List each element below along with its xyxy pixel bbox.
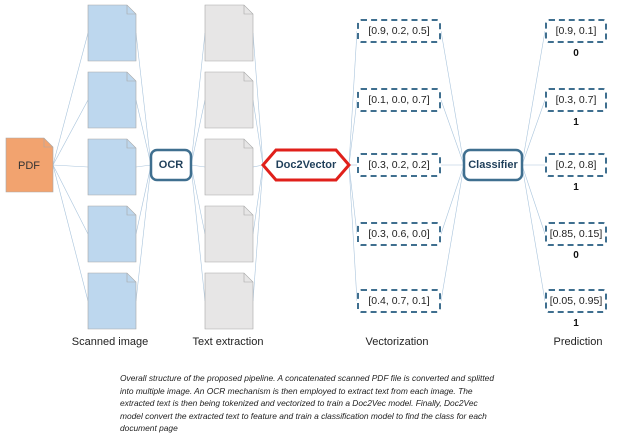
- text-extraction-page: [204, 272, 254, 330]
- connection-line: [190, 99, 206, 166]
- connection-line: [52, 32, 89, 166]
- connection-line: [190, 164, 206, 168]
- connection-line: [440, 164, 465, 302]
- prediction-class: 0: [573, 250, 579, 261]
- connection-line: [252, 99, 264, 166]
- text-extraction-page-fold: [243, 206, 253, 216]
- connection-line: [521, 99, 546, 166]
- scanned-image-page-fold: [126, 206, 136, 216]
- scanned-image-page-fold: [126, 72, 136, 82]
- text-extraction-page-fold: [243, 273, 253, 283]
- scanned-image-page-fold: [126, 5, 136, 15]
- connection-line: [52, 164, 89, 235]
- scanned-image-page-fold: [126, 139, 136, 149]
- connection-line: [521, 164, 546, 235]
- connection-line: [521, 30, 546, 166]
- connection-line: [52, 99, 89, 166]
- scanned-image-page-fold: [126, 273, 136, 283]
- doc2vec-hexagon: [261, 148, 351, 182]
- text-extraction-page: [204, 138, 254, 196]
- connection-line: [348, 164, 358, 235]
- doc2vec-label: Doc2Vector: [275, 159, 337, 171]
- connection-line: [135, 32, 152, 166]
- scanned-image-page: [87, 138, 137, 196]
- vector-box: [0.9, 0.2, 0.5]: [357, 19, 441, 43]
- classifier-label: Classifier: [468, 159, 518, 171]
- connection-line: [252, 32, 264, 166]
- connection-line: [440, 99, 465, 166]
- connection-line: [135, 164, 152, 235]
- connection-line: [135, 164, 152, 302]
- text-extraction-page: [204, 205, 254, 263]
- connection-line: [190, 164, 206, 235]
- connection-line: [440, 164, 465, 235]
- vector-box: [0.3, 0.6, 0.0]: [357, 222, 441, 246]
- column-label-vector: Vectorization: [365, 336, 429, 348]
- scanned-image-page: [87, 205, 137, 263]
- pdf-document-shape: [5, 137, 54, 193]
- pdf-document-shape-fold: [43, 138, 53, 148]
- vector-box: [0.3, 0.2, 0.2]: [357, 153, 441, 177]
- text-extraction-page-fold: [243, 139, 253, 149]
- text-extraction-page: [204, 71, 254, 129]
- connection-line: [348, 164, 358, 302]
- column-label-scanned: Scanned image: [71, 336, 149, 348]
- pipeline-shapes: [5, 4, 524, 330]
- connection-line: [135, 164, 152, 168]
- vector-box: [0.1, 0.0, 0.7]: [357, 88, 441, 112]
- ocr-label: OCR: [158, 159, 184, 171]
- prediction-box: [0.05, 0.95]: [545, 289, 607, 313]
- connection-lines: [52, 30, 546, 302]
- scanned-image-page: [87, 71, 137, 129]
- text-extraction-page: [204, 4, 254, 62]
- connection-line: [52, 164, 89, 302]
- figure-caption: Overall structure of the proposed pipeli…: [120, 373, 494, 433]
- classifier-box: [462, 148, 524, 182]
- connection-line: [521, 164, 546, 302]
- connection-line: [440, 30, 465, 166]
- connection-line: [135, 99, 152, 166]
- connection-line: [252, 164, 264, 302]
- prediction-box: [0.2, 0.8]: [545, 153, 607, 177]
- connection-line: [52, 164, 89, 168]
- connection-line: [348, 99, 358, 166]
- text-extraction-page-fold: [243, 5, 253, 15]
- ocr-box: [149, 148, 193, 182]
- prediction-class: 1: [573, 182, 579, 193]
- text-extraction-page-fold: [243, 72, 253, 82]
- connection-line: [190, 164, 206, 302]
- prediction-box: [0.9, 0.1]: [545, 19, 607, 43]
- prediction-box: [0.85, 0.15]: [545, 222, 607, 246]
- connection-line: [252, 164, 264, 235]
- prediction-class: 1: [573, 318, 579, 329]
- prediction-class: 1: [573, 117, 579, 128]
- vector-box: [0.4, 0.7, 0.1]: [357, 289, 441, 313]
- prediction-class: 0: [573, 48, 579, 59]
- scanned-image-page: [87, 4, 137, 62]
- connection-line: [190, 32, 206, 166]
- connection-line: [348, 30, 358, 166]
- column-label-prediction: Prediction: [553, 336, 603, 348]
- pdf-label: PDF: [18, 160, 40, 172]
- scanned-image-page: [87, 272, 137, 330]
- prediction-box: [0.3, 0.7]: [545, 88, 607, 112]
- column-label-text: Text extraction: [192, 336, 264, 348]
